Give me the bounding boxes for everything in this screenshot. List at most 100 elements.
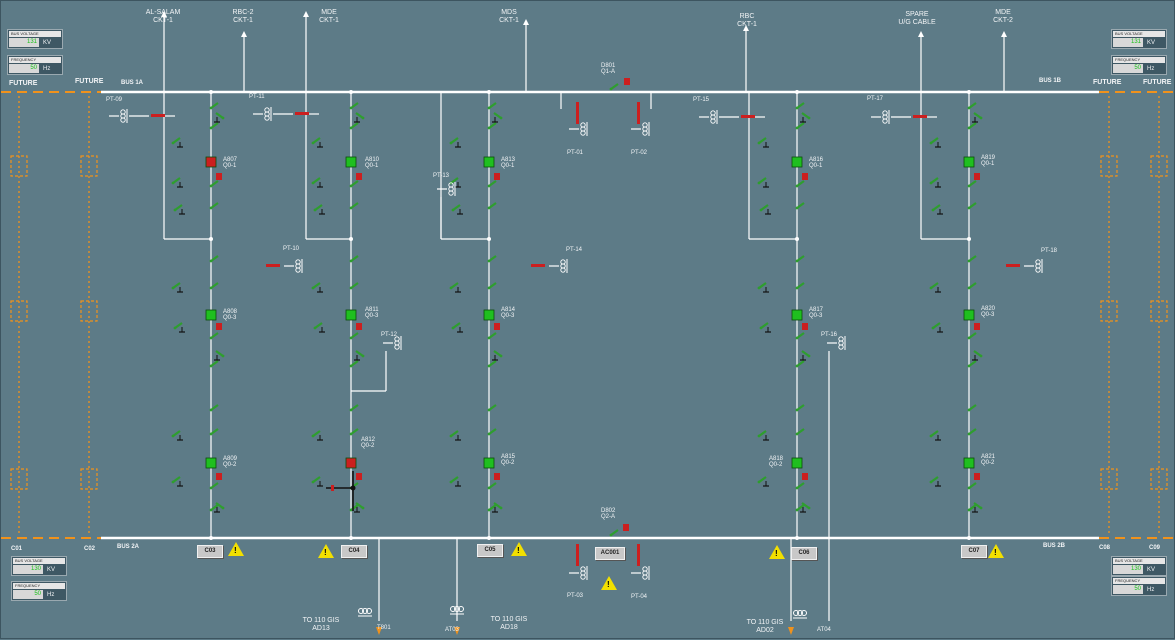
earthing-switch-A810-6[interactable] — [312, 476, 321, 483]
cabinet-c07-button[interactable]: C07 — [961, 545, 987, 558]
disconnector-A813-10[interactable] — [488, 482, 497, 489]
pt-disconnector-open[interactable] — [913, 115, 927, 118]
disconnector-A813-11[interactable] — [488, 504, 497, 511]
earthing-switch-r-A819-2[interactable] — [973, 502, 982, 509]
earthing-switch-A819-4[interactable] — [932, 322, 941, 329]
disconnector-A810-9[interactable] — [350, 428, 359, 435]
circuit-breaker-A816[interactable] — [791, 156, 803, 168]
earthing-switch-A807-2[interactable] — [174, 204, 183, 211]
disconnector-A819-4[interactable] — [968, 255, 977, 262]
disconnector-A816-9[interactable] — [796, 428, 805, 435]
circuit-breaker-A812[interactable] — [345, 457, 357, 469]
earthing-switch-A810-1[interactable] — [312, 177, 321, 184]
pt-disconnector-open[interactable] — [151, 114, 165, 117]
earthing-switch-r-A819-1[interactable] — [973, 350, 982, 357]
disconnector-A819-6[interactable] — [968, 332, 977, 339]
circuit-breaker-A818[interactable] — [791, 457, 803, 469]
coupler-disconnector-open[interactable] — [576, 102, 579, 124]
earthing-switch-A816-4[interactable] — [760, 322, 769, 329]
earthing-switch-A816-0[interactable] — [758, 137, 767, 144]
coupler-disconnector-open[interactable] — [637, 544, 640, 566]
earthing-switch-A807-1[interactable] — [172, 177, 181, 184]
pt-disconnector-open[interactable] — [295, 112, 309, 115]
earthing-switch-A813-5[interactable] — [450, 430, 459, 437]
disconnector-A813-9[interactable] — [488, 428, 497, 435]
warning-icon-c05[interactable]: ! — [511, 542, 527, 556]
circuit-breaker-A808[interactable] — [205, 309, 217, 321]
earthing-switch-A810-3[interactable] — [312, 282, 321, 289]
disconnector-A807-10[interactable] — [210, 482, 219, 489]
warning-icon-bus-coupler[interactable]: ! — [601, 576, 617, 590]
earthing-switch-A819-0[interactable] — [930, 137, 939, 144]
disconnector-A813-1[interactable] — [488, 122, 497, 129]
disconnector-A819-1[interactable] — [968, 122, 977, 129]
disconnector-A816-4[interactable] — [796, 255, 805, 262]
earthing-switch-A813-6[interactable] — [450, 476, 459, 483]
earthing-switch-A813-0[interactable] — [450, 137, 459, 144]
earthing-switch-r-A807-2[interactable] — [215, 502, 224, 509]
earthing-switch-r-A816-1[interactable] — [801, 350, 810, 357]
disconnector-A810-2[interactable] — [350, 180, 359, 187]
disconnector-A816-7[interactable] — [796, 360, 805, 367]
earthing-switch-r-A813-1[interactable] — [493, 350, 502, 357]
earthing-switch-A816-1[interactable] — [758, 177, 767, 184]
disconnector-A810-7[interactable] — [350, 360, 359, 367]
warning-icon-c04[interactable]: ! — [318, 544, 334, 558]
earthing-switch-r-A807-0[interactable] — [215, 112, 224, 119]
circuit-breaker-A817[interactable] — [791, 309, 803, 321]
earthing-switch-A819-6[interactable] — [930, 476, 939, 483]
earthing-switch-A816-5[interactable] — [758, 430, 767, 437]
earthing-switch-A807-4[interactable] — [174, 322, 183, 329]
disconnector-A810-5[interactable] — [350, 282, 359, 289]
disconnector-A813-0[interactable] — [488, 102, 497, 109]
warning-icon-c03[interactable]: ! — [228, 542, 244, 556]
disconnector-A807-0[interactable] — [210, 102, 219, 109]
cabinet-c05-button[interactable]: C05 — [477, 544, 503, 557]
disconnector-A816-6[interactable] — [796, 332, 805, 339]
circuit-breaker-A807[interactable] — [205, 156, 217, 168]
disconnector-A816-3[interactable] — [796, 202, 805, 209]
coupler-d801-disconnector[interactable] — [610, 83, 619, 90]
disconnector-A807-8[interactable] — [210, 404, 219, 411]
disconnector-A807-3[interactable] — [210, 202, 219, 209]
disconnector-A807-5[interactable] — [210, 282, 219, 289]
coupler-disconnector-open[interactable] — [576, 544, 579, 566]
earthing-switch-A807-6[interactable] — [172, 476, 181, 483]
disconnector-A807-9[interactable] — [210, 428, 219, 435]
disconnector-A816-2[interactable] — [796, 180, 805, 187]
circuit-breaker-A810[interactable] — [345, 156, 357, 168]
coupler-d802-disconnector[interactable] — [610, 529, 619, 536]
disconnector-A819-7[interactable] — [968, 360, 977, 367]
disconnector-A810-11[interactable] — [350, 504, 359, 511]
disconnector-A810-3[interactable] — [350, 202, 359, 209]
earthing-switch-A816-6[interactable] — [758, 476, 767, 483]
disconnector-A813-5[interactable] — [488, 282, 497, 289]
disconnector-A807-1[interactable] — [210, 122, 219, 129]
warning-icon-c07[interactable]: ! — [988, 544, 1004, 558]
pt-disconnector-open[interactable] — [531, 264, 545, 267]
cabinet-c06-button[interactable]: C06 — [791, 547, 817, 560]
earthing-switch-A810-0[interactable] — [312, 137, 321, 144]
earthing-switch-A813-4[interactable] — [452, 322, 461, 329]
disconnector-A813-4[interactable] — [488, 255, 497, 262]
disconnector-A810-0[interactable] — [350, 102, 359, 109]
earthing-switch-A816-3[interactable] — [758, 282, 767, 289]
earthing-switch-r-A810-1[interactable] — [355, 350, 364, 357]
earthing-switch-A810-5[interactable] — [312, 430, 321, 437]
disconnector-A813-6[interactable] — [488, 332, 497, 339]
disconnector-A819-10[interactable] — [968, 482, 977, 489]
disconnector-A816-1[interactable] — [796, 122, 805, 129]
earthing-switch-A819-5[interactable] — [930, 430, 939, 437]
earthing-switch-A819-2[interactable] — [932, 204, 941, 211]
disconnector-A810-4[interactable] — [350, 255, 359, 262]
disconnector-A816-8[interactable] — [796, 404, 805, 411]
disconnector-A816-10[interactable] — [796, 482, 805, 489]
earthing-switch-r-A816-0[interactable] — [801, 112, 810, 119]
disconnector-A807-4[interactable] — [210, 255, 219, 262]
earthing-switch-A819-1[interactable] — [930, 177, 939, 184]
disconnector-A819-8[interactable] — [968, 404, 977, 411]
earthing-switch-r-A816-2[interactable] — [801, 502, 810, 509]
pt-disconnector-open[interactable] — [741, 115, 755, 118]
circuit-breaker-A811[interactable] — [345, 309, 357, 321]
disconnector-A819-3[interactable] — [968, 202, 977, 209]
